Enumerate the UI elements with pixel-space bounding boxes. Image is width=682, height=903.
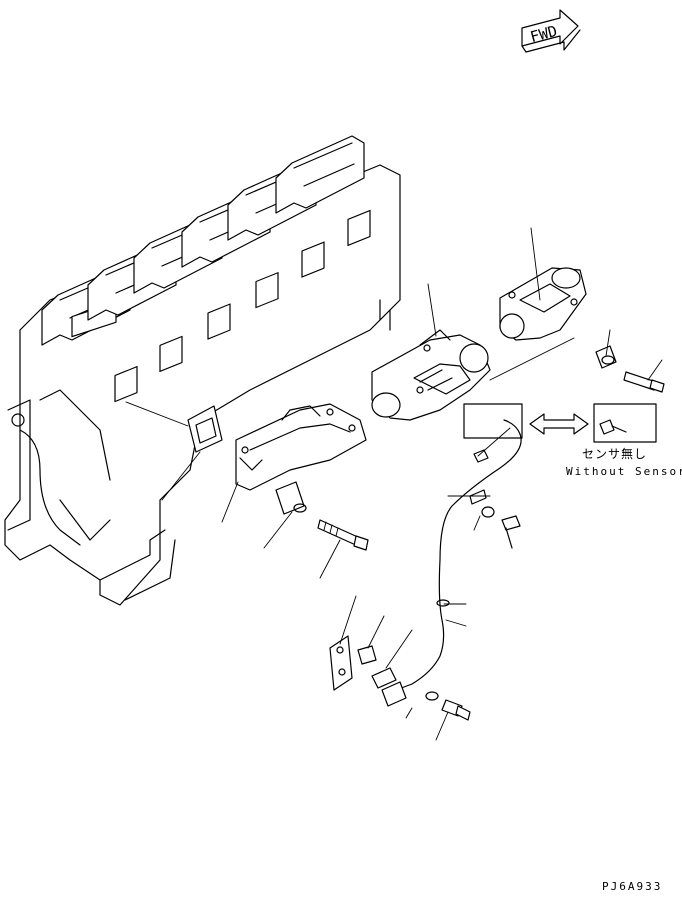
sensor-harness	[395, 433, 522, 691]
drawing-code: PJ6A933	[602, 880, 662, 893]
bracket-nut	[357, 645, 377, 665]
bracket-plate	[329, 635, 353, 691]
mounting-bolt-front	[317, 519, 369, 551]
clip-bracket	[371, 667, 407, 707]
front-exhaust-manifold	[235, 403, 367, 491]
sensor-plug	[473, 449, 489, 463]
engine-block	[4, 135, 401, 606]
exhaust-elbow-pipe	[499, 267, 587, 341]
without-sensor-label-en: Without Sensor	[566, 465, 682, 478]
forward-arrow-icon: FWD	[521, 9, 581, 53]
exhaust-ports	[114, 209, 371, 403]
gasket	[187, 405, 223, 453]
mounting-bolt-rear	[623, 371, 665, 393]
rear-exhaust-manifold	[371, 329, 491, 421]
harness-bolt	[481, 506, 521, 549]
cylinder-head-6	[275, 135, 365, 214]
spacer-sleeve	[275, 481, 307, 515]
leader-lines	[125, 227, 663, 741]
without-sensor-option: センサ無し Without Sensor	[529, 403, 682, 478]
double-arrow-icon	[529, 413, 589, 435]
spacer-sleeve-rear	[595, 345, 617, 369]
washer-and-bolt	[425, 691, 471, 721]
without-sensor-label-jp: センサ無し	[582, 446, 647, 461]
temperature-sensor	[463, 403, 523, 439]
